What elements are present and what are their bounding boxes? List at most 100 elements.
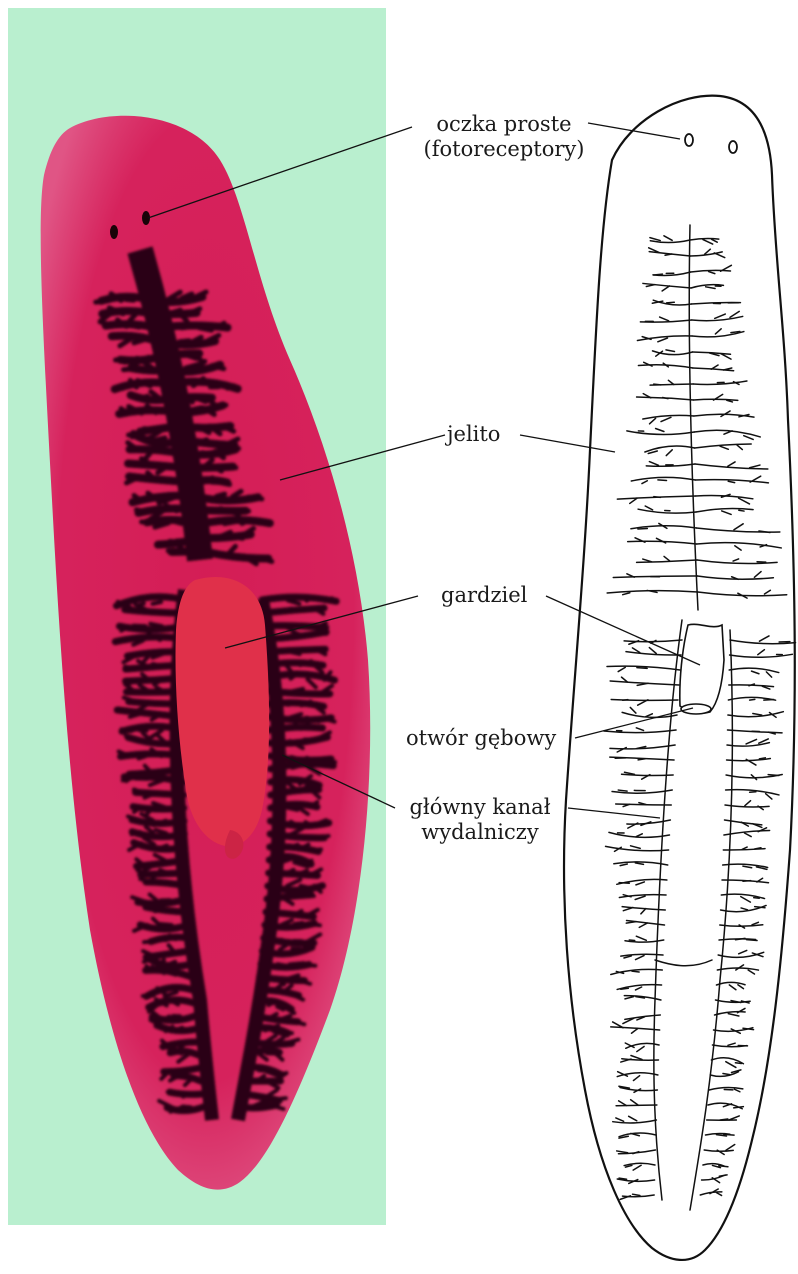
- photo-gut-twig: [153, 664, 164, 666]
- photo-gut-twig: [227, 386, 234, 388]
- drawing-gut-twig: [739, 510, 744, 511]
- photo-gut-twig: [226, 467, 236, 468]
- photo-gut-twig: [307, 924, 320, 926]
- photo-gut-twig: [169, 962, 175, 965]
- photo-gut-twig: [316, 836, 328, 837]
- photo-gut-twig: [143, 995, 154, 996]
- drawing-gut-branch: [611, 699, 678, 700]
- label-pharynx: gardziel: [441, 583, 527, 608]
- photo-gut-twig: [305, 895, 314, 896]
- photo-gut-twig: [300, 609, 307, 610]
- photo-gut-twig: [292, 757, 301, 760]
- photo-gut-twig: [155, 449, 165, 452]
- photo-gut-twig: [136, 510, 147, 513]
- photo-gut-twig: [311, 849, 321, 850]
- photo-gut-twig: [130, 394, 137, 396]
- photo-gut-twig: [119, 640, 126, 642]
- photo-gut-twig: [123, 368, 136, 369]
- drawing-gut-twig: [724, 1134, 734, 1135]
- label-gut: jelito: [447, 422, 500, 447]
- drawing-gut-twig: [750, 699, 755, 700]
- label-excretory-line2: wydalniczy: [395, 820, 565, 845]
- drawing-gut-twig: [720, 1119, 728, 1120]
- photo-gut-twig: [225, 521, 238, 523]
- drawing-gut-twig: [754, 898, 759, 899]
- photo-gut-twig: [286, 634, 298, 637]
- photo-gut-twig: [301, 649, 314, 650]
- photo-gut-twig: [134, 340, 143, 343]
- label-eyes-line1: oczka proste: [414, 112, 594, 137]
- drawing-gut-twig: [735, 1063, 741, 1064]
- drawing-gut-twig: [764, 699, 774, 700]
- photo-gut-twig: [222, 482, 230, 484]
- photo-gut-twig: [96, 301, 109, 302]
- photo-gut-twig: [305, 945, 311, 948]
- drawing-gut-twig: [747, 940, 758, 941]
- photo-gut-twig: [116, 359, 127, 360]
- photo-gut-twig: [183, 1107, 191, 1108]
- photo-gut-twig: [162, 478, 170, 480]
- photo-gut-twig: [199, 328, 211, 330]
- drawing-gut-twig: [723, 1074, 730, 1075]
- photo-gut-twig: [150, 624, 161, 626]
- drawing-gut-twig: [629, 940, 634, 941]
- photo-gut-twig: [305, 693, 318, 696]
- photo-gut-twig: [155, 909, 162, 911]
- photo-gut-twig: [188, 552, 194, 554]
- photo-gut-twig: [217, 494, 225, 496]
- photo-gut-twig: [215, 467, 221, 471]
- photo-gut-twig: [126, 299, 134, 300]
- photo-gut-twig: [283, 914, 289, 916]
- photo-gut-twig: [122, 729, 132, 731]
- photo-gut-twig: [139, 756, 146, 758]
- photo-pharynx: [175, 577, 269, 846]
- drawing-body-outline: [564, 96, 795, 1260]
- photo-gut-twig: [152, 703, 164, 704]
- drawing-gut-twig: [637, 668, 647, 669]
- photo-gut-twig: [214, 509, 221, 511]
- photo-gut-twig: [284, 609, 291, 612]
- photo-gut-twig: [192, 408, 202, 410]
- photo-gut-twig: [153, 602, 161, 604]
- drawing-gut-branch: [616, 1105, 657, 1106]
- photo-gut-twig: [142, 522, 155, 523]
- photo-gut-twig: [110, 336, 119, 337]
- photo-gut-twig: [186, 398, 192, 402]
- photo-gut-twig: [170, 541, 176, 542]
- photo-gut-twig: [295, 923, 303, 924]
- photo-gut-twig: [287, 808, 298, 810]
- photo-gut-twig: [278, 964, 286, 965]
- photo-gut-twig: [168, 1092, 175, 1093]
- photo-gut-twig: [168, 551, 176, 552]
- drawing-gut-twig: [667, 302, 675, 303]
- photo-gut-twig: [126, 736, 137, 739]
- label-eyes-line2: (fotoreceptory): [414, 137, 594, 162]
- photo-gut-twig: [232, 536, 243, 539]
- photo-gut-twig: [119, 709, 127, 711]
- photo-gut-twig: [117, 388, 123, 389]
- photo-gut-twig: [141, 396, 147, 398]
- photo-gut-twig: [179, 341, 189, 342]
- photo-gut-twig: [154, 438, 164, 440]
- photo-gut-twig: [259, 521, 265, 523]
- drawing-gut-twig: [619, 883, 629, 884]
- drawing-gut-twig: [618, 790, 627, 791]
- drawing-gut-twig: [768, 775, 779, 776]
- photo-gut-twig: [200, 440, 206, 442]
- photo-gut-twig: [277, 1007, 283, 1010]
- photo-gut-twig: [320, 820, 326, 822]
- photo-gut-twig: [144, 941, 157, 942]
- drawing-gut-twig: [743, 881, 751, 882]
- photo-gut-twig: [288, 702, 300, 705]
- photo-gut-twig: [127, 325, 139, 327]
- drawing-gut-twig: [654, 274, 663, 275]
- drawing-gut-twig: [658, 480, 667, 481]
- photo-gut-twig: [174, 521, 181, 523]
- drawing-gut-twig: [654, 497, 661, 498]
- label-eyes: oczka proste (fotoreceptory): [414, 112, 594, 162]
- label-mouth: otwór gębowy: [406, 726, 556, 751]
- label-excretory-line1: główny kanał: [395, 795, 565, 820]
- photo-gut-twig: [123, 778, 133, 781]
- drawing-gut-twig: [654, 384, 661, 385]
